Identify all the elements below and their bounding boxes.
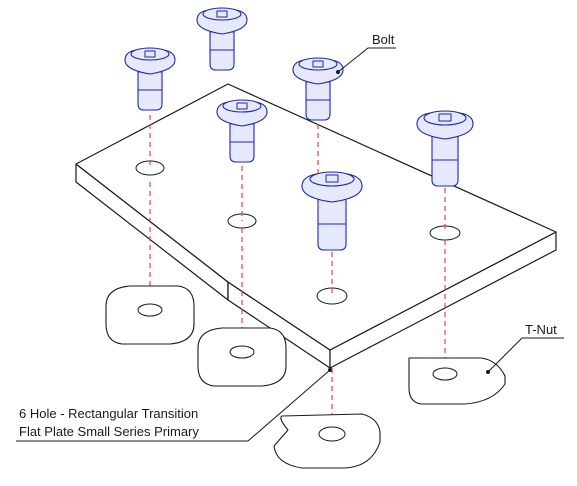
plate-label-line1: 6 Hole - Rectangular Transition <box>19 406 198 421</box>
bolt <box>416 110 474 187</box>
bolt <box>124 47 176 111</box>
bolt <box>292 57 344 121</box>
t-nut <box>105 285 195 345</box>
t-nut <box>197 327 287 387</box>
bolt <box>301 171 363 251</box>
transition-plate <box>75 83 557 369</box>
bolt <box>196 7 248 71</box>
t-nut <box>408 357 506 405</box>
callout-plate: 6 Hole - Rectangular Transition Flat Pla… <box>16 368 332 442</box>
plate-label-line2: Flat Plate Small Series Primary <box>19 424 199 439</box>
bolt <box>216 99 268 163</box>
t-nut <box>273 413 381 469</box>
plate-holes <box>135 160 461 305</box>
callout-bolt: Bolt <box>336 32 396 74</box>
t-nuts <box>105 285 506 469</box>
bolts <box>124 7 474 251</box>
plate-top-face <box>75 83 557 351</box>
tnut-label: T-Nut <box>525 322 557 337</box>
assembly-axis-lines <box>149 115 446 428</box>
callout-tnut: T-Nut <box>486 322 564 374</box>
bolt-label: Bolt <box>372 32 395 47</box>
